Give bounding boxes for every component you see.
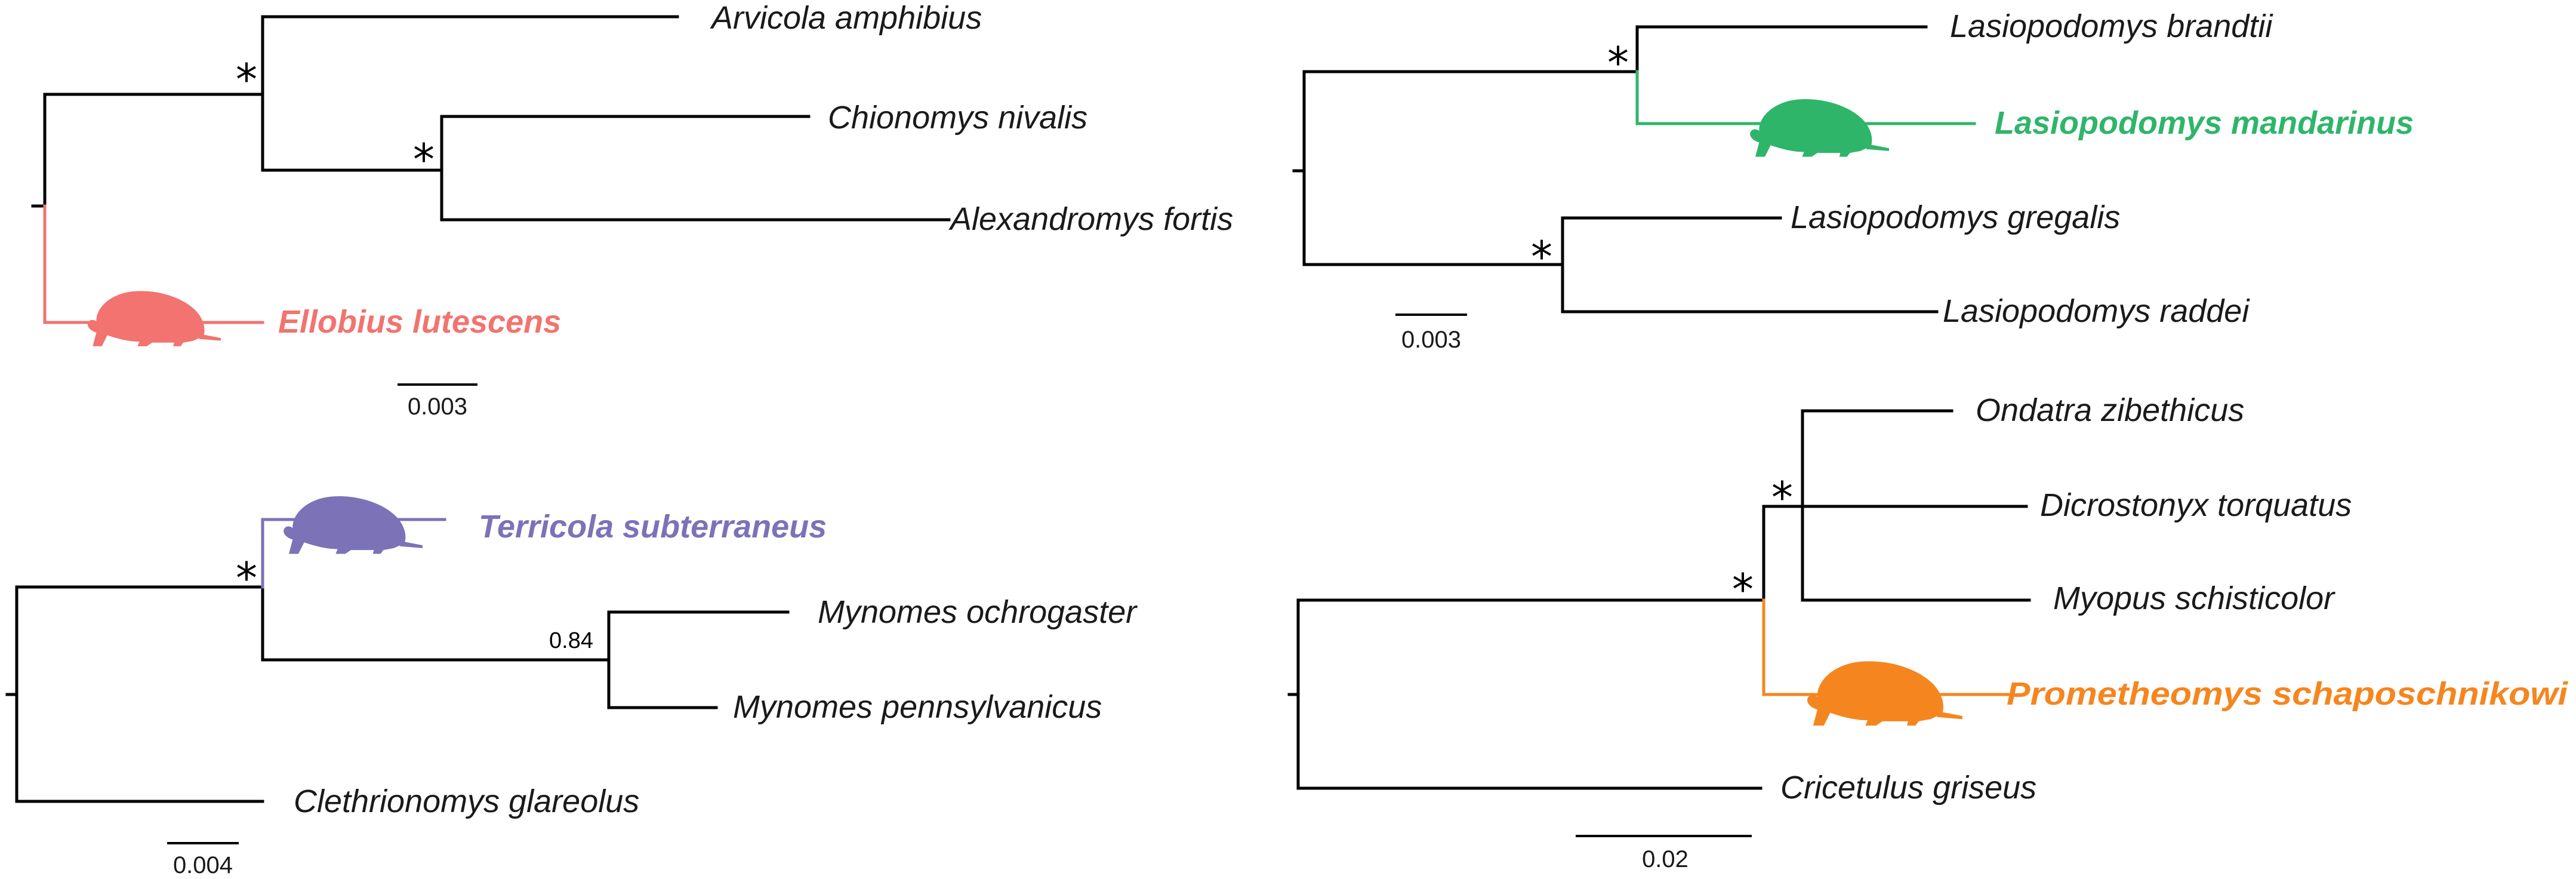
taxon-label: Clethrionomys glareolus (294, 783, 639, 819)
rodent-silhouette-icon (284, 496, 423, 554)
support-value: * (413, 134, 435, 185)
branches (5, 518, 790, 803)
tree-panel-d: * * Ondatra zibethicus Dicrostonyx torqu… (1287, 392, 2568, 872)
support-value: * (236, 553, 257, 603)
branches (1292, 25, 1976, 314)
scale-label: 0.003 (408, 394, 467, 420)
taxon-label: Dicrostonyx torquatus (2040, 487, 2352, 523)
taxon-label-highlighted: Ellobius lutescens (278, 304, 561, 340)
taxon-label: Mynomes ochrogaster (818, 594, 1138, 630)
taxon-label: Myopus schisticolor (2053, 580, 2335, 616)
taxon-label: Alexandromys fortis (948, 201, 1233, 237)
tree-panel-c: * 0.84 Terricola subterraneus Mynomes oc… (5, 496, 1138, 878)
support-value: * (236, 54, 257, 105)
tree-panel-a: * * Arvicola amphibius Chionomys nivalis… (31, 0, 1233, 420)
taxon-label: Lasiopodomys gregalis (1791, 199, 2120, 235)
taxon-label: Mynomes pennsylvanicus (733, 689, 1102, 725)
scale-label: 0.003 (1401, 327, 1461, 353)
taxon-label: Cricetulus griseus (1780, 770, 2036, 806)
taxon-label-highlighted: Prometheomys schaposchnikowi (2007, 676, 2568, 712)
support-value: * (1531, 232, 1552, 282)
scale-label: 0.004 (173, 852, 233, 878)
rodent-silhouette-icon (88, 291, 221, 346)
rodent-silhouette-icon (1750, 99, 1889, 156)
support-value: * (1732, 564, 1754, 614)
taxon-label: Lasiopodomys brandtii (1950, 8, 2273, 44)
branches (31, 15, 951, 324)
branches (1287, 409, 2031, 790)
taxon-label: Arvicola amphibius (710, 0, 982, 36)
tree-panel-b: * * Lasiopodomys brandtii Lasiopodomys m… (1292, 8, 2414, 353)
scale-label: 0.02 (1642, 846, 1688, 872)
rodent-silhouette-icon (1807, 661, 1962, 726)
taxon-label-highlighted: Lasiopodomys mandarinus (1995, 105, 2414, 141)
support-value: * (1607, 38, 1629, 88)
support-value: 0.84 (549, 628, 593, 653)
taxon-label: Ondatra zibethicus (1976, 392, 2244, 428)
taxon-label: Lasiopodomys raddei (1943, 293, 2250, 329)
taxon-label-highlighted: Terricola subterraneus (479, 509, 827, 545)
taxon-label: Chionomys nivalis (828, 100, 1087, 136)
support-value: * (1771, 472, 1793, 523)
